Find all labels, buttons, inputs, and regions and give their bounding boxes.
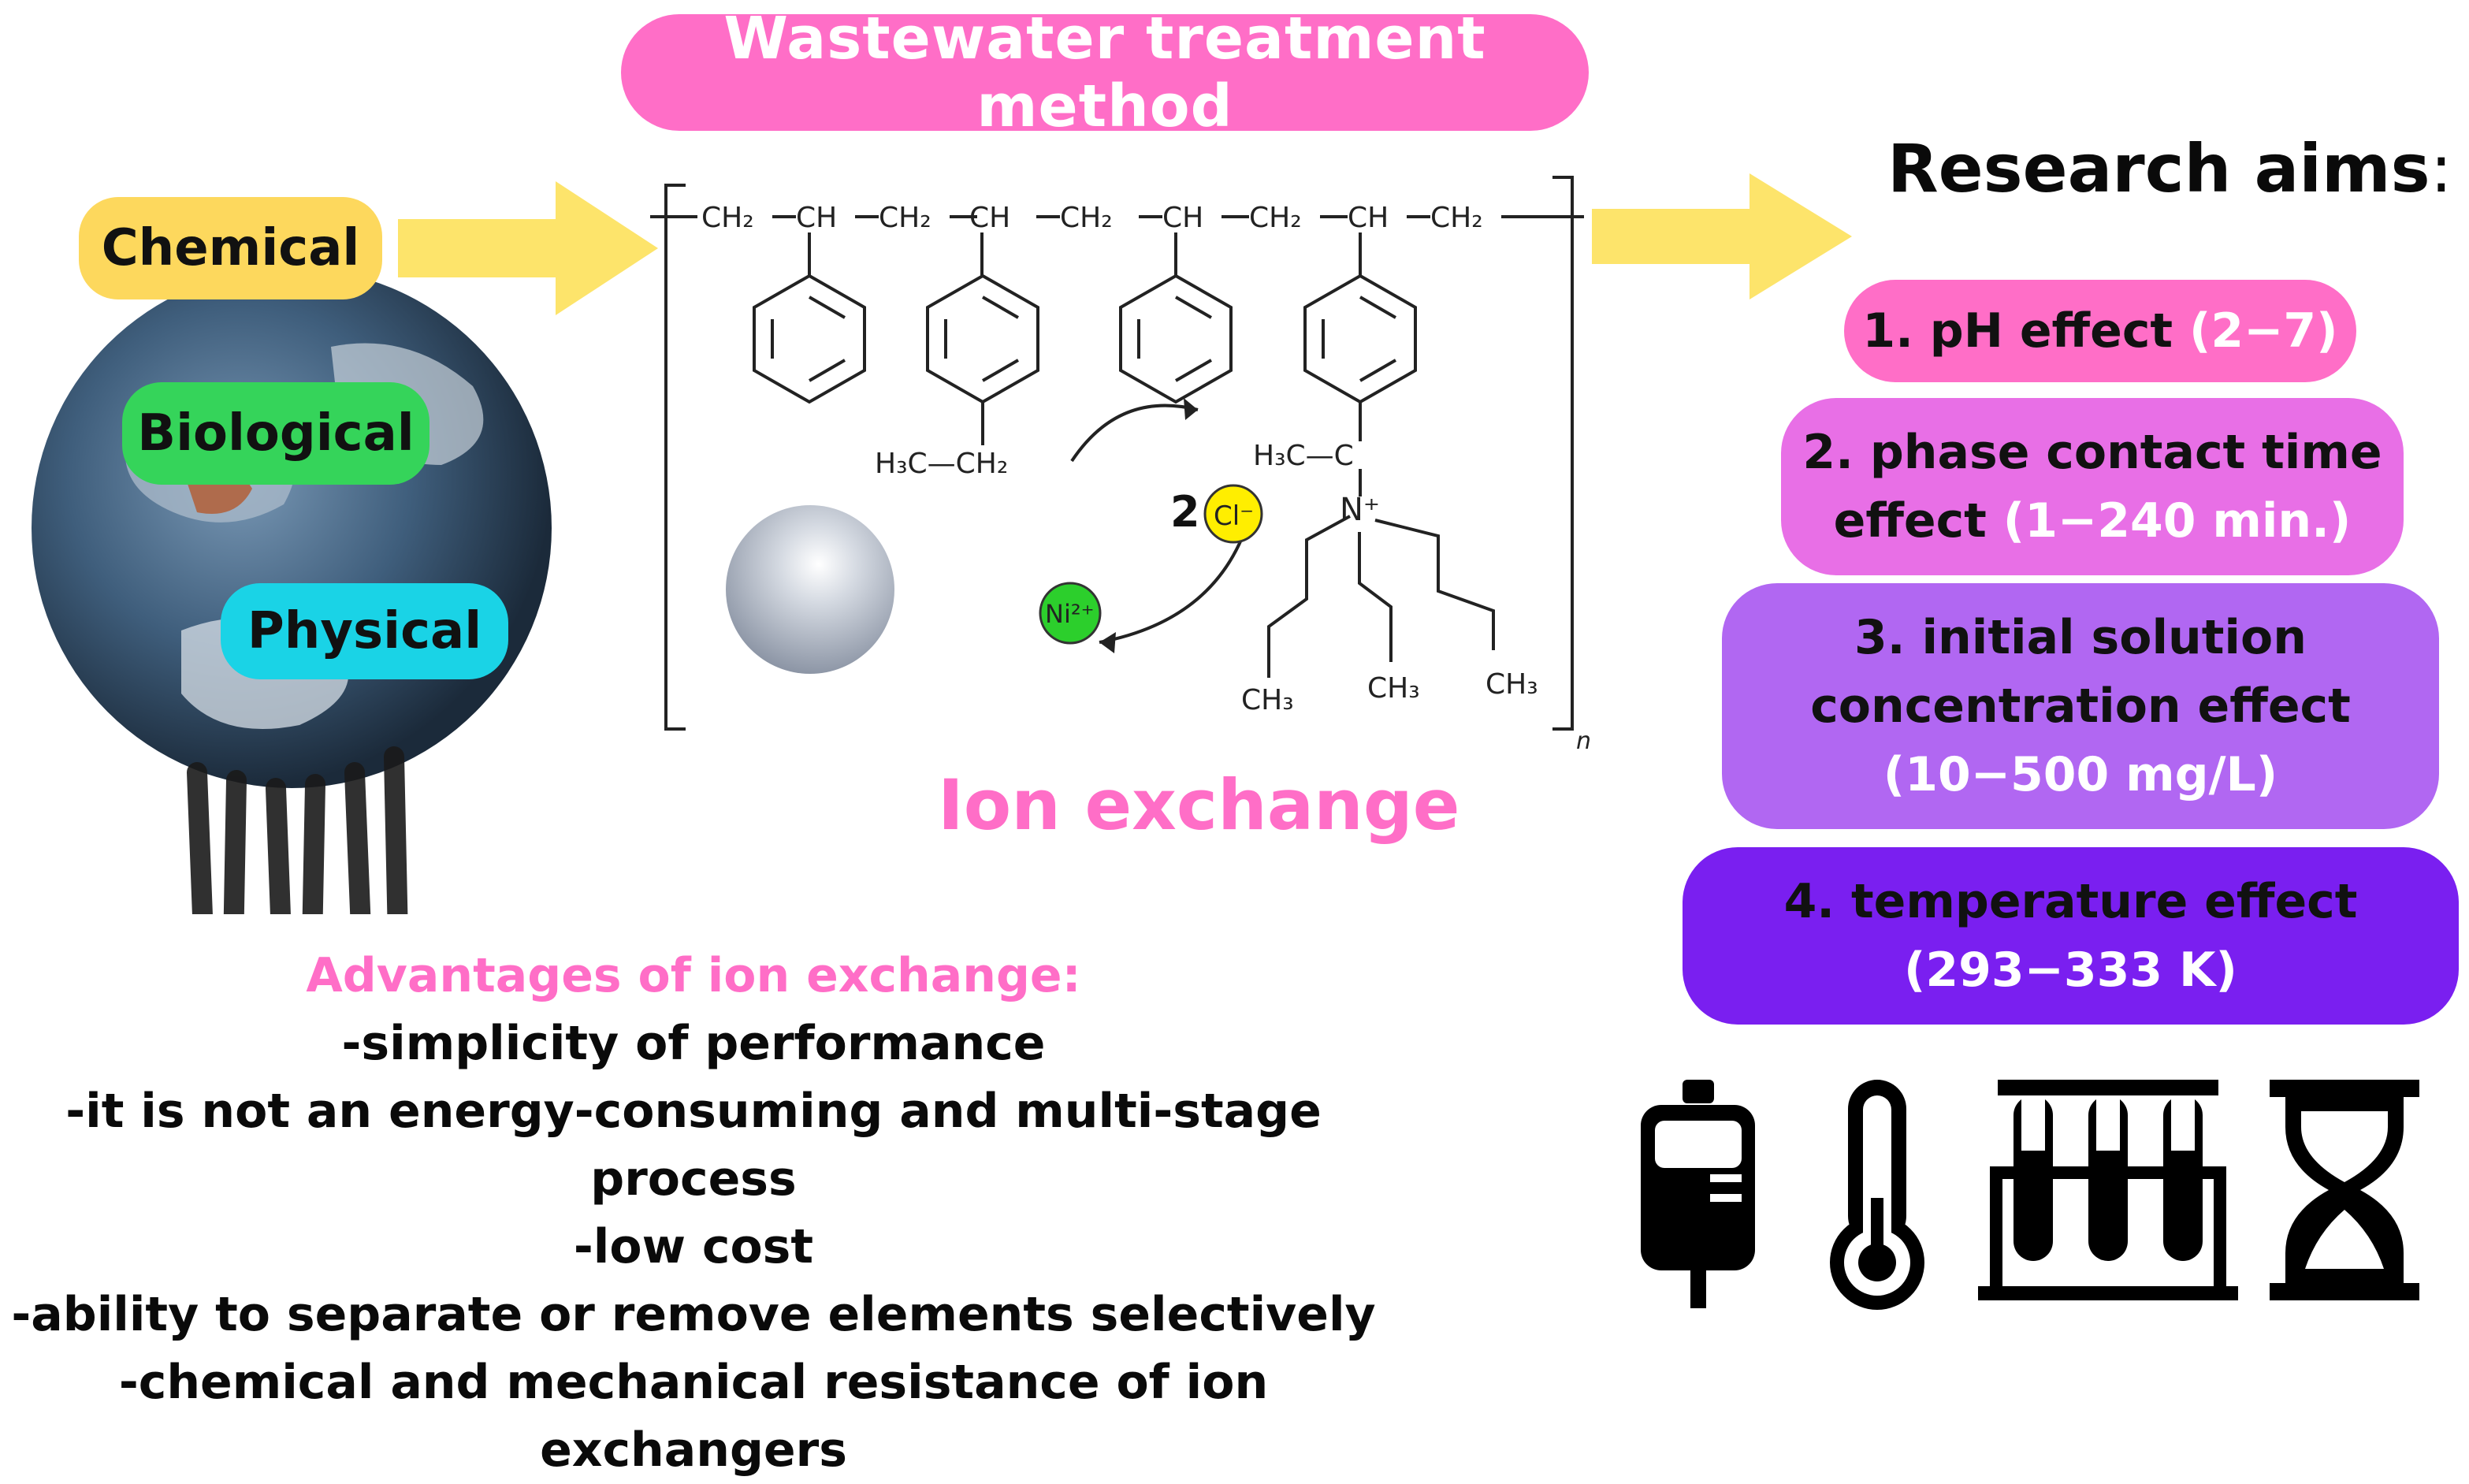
polymer-structure: CH₂ CH CH₂ CH CH₂ CH CH₂ CH CH₂ H₃C—CH₂ … [650, 176, 1591, 755]
aim-temperature: 4. temperature effect (293−333 K) [1683, 847, 2459, 1025]
aim-contact-time: 2. phase contact time effect (1−240 min.… [1781, 398, 2404, 575]
iv-bag-icon [1641, 1080, 1755, 1308]
arrow-to-aims [1592, 173, 1852, 299]
aim-2-line2: effect [1833, 493, 2003, 549]
aim-concentration: 3. initial solution concentration effect… [1722, 583, 2439, 829]
nickel-label: Ni²⁺ [1045, 599, 1095, 629]
icon-row [1641, 1080, 2419, 1310]
arrow-to-structure [398, 181, 658, 315]
test-tubes-icon [1978, 1080, 2238, 1300]
group-ch-2: CH [969, 202, 1010, 234]
research-aims-title-text: Research aims [1887, 130, 2430, 207]
group-ch2-4: CH₂ [1249, 202, 1302, 234]
hourglass-icon [2270, 1080, 2419, 1300]
group-ch-1: CH [796, 202, 837, 234]
advantage-item: -low cost [573, 1219, 814, 1274]
diagram-title: Wastewater treatment method [621, 5, 1589, 140]
aim-1-range: (2−7) [2188, 303, 2338, 359]
aim-4-line1: 4. temperature effect [1783, 873, 2358, 929]
aim-ph-effect: 1. pH effect (2−7) [1844, 280, 2356, 382]
aim-4-range: (293−333 K) [1903, 942, 2237, 998]
chloride-ion [1203, 484, 1263, 544]
group-ch2-1: CH₂ [701, 202, 754, 234]
group-h3c-c: H₃C—C [1253, 440, 1354, 472]
aim-2-line1: 2. phase contact time [1802, 424, 2382, 480]
subscript-n: n [1576, 727, 1591, 755]
research-aims-title-suffix: : [2430, 130, 2452, 207]
chloride-label: Cl⁻ [1214, 500, 1254, 532]
aim-3-line1: 3. initial solution [1854, 609, 2307, 665]
aim-1-text: 1. pH effect [1862, 303, 2189, 359]
group-ch2-2: CH₂ [879, 202, 931, 234]
thermometer-icon [1830, 1080, 1924, 1310]
advantage-item: -simplicity of performance [341, 1016, 1046, 1071]
aim-2-range: (1−240 min.) [2002, 493, 2352, 549]
group-n-plus: N⁺ [1340, 492, 1380, 528]
group-ch-3: CH [1162, 202, 1203, 234]
aim-3-line2: concentration effect [1810, 678, 2351, 734]
group-ethyl: H₃C—CH₂ [875, 448, 1008, 480]
advantage-item: -it is not an energy-consuming and multi… [65, 1084, 1322, 1207]
method-chemical: Chemical [79, 197, 382, 299]
group-ch-4: CH [1348, 202, 1389, 234]
advantage-item: -chemical and mechanical resistance of i… [118, 1355, 1269, 1478]
group-ch2-3: CH₂ [1060, 202, 1113, 234]
research-aims-title: Research aims: [1887, 130, 2452, 207]
resin-bead [726, 505, 894, 674]
group-ch3-c: CH₃ [1485, 668, 1538, 701]
nickel-ion [1039, 582, 1102, 645]
chloride-coefficient: 2 [1170, 487, 1200, 537]
left-bracket [664, 184, 686, 731]
advantage-item: -ability to separate or remove elements … [11, 1287, 1376, 1342]
method-physical: Physical [221, 583, 508, 679]
right-bracket [1552, 176, 1574, 731]
group-ch3-a: CH₃ [1241, 684, 1294, 716]
ion-exchange-label: Ion exchange [938, 764, 1460, 846]
group-ch2-5: CH₂ [1430, 202, 1483, 234]
aim-3-range: (10−500 mg/L) [1883, 746, 2278, 802]
advantages-block: Advantages of ion exchange: -simplicity … [0, 942, 1387, 1484]
method-biological: Biological [122, 382, 429, 485]
group-ch3-b: CH₃ [1367, 672, 1420, 705]
advantages-heading: Advantages of ion exchange: [306, 948, 1081, 1003]
